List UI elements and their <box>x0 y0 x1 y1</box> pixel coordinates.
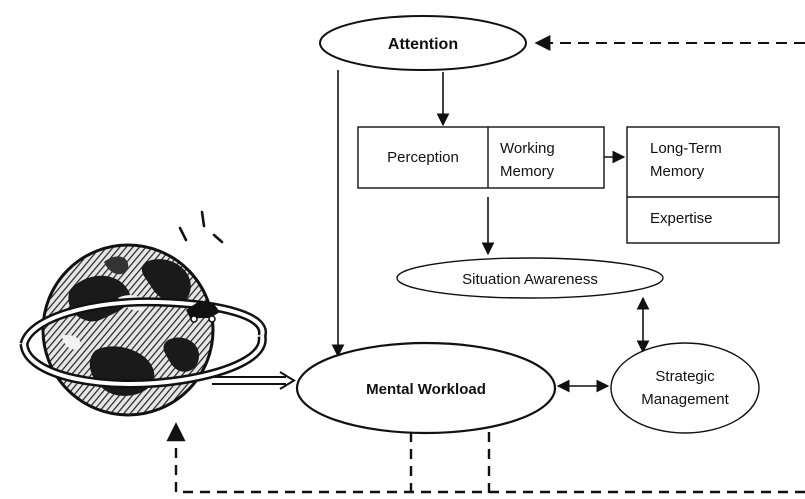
attention-label: Attention <box>388 36 458 53</box>
arrow-globe-to-mental-workload <box>212 371 296 390</box>
working-memory-label-line2: Memory <box>500 163 555 180</box>
situation-awareness-label: Situation Awareness <box>462 271 598 288</box>
node-attention: Attention <box>319 15 527 71</box>
node-perception-working-memory: Perception Working Memory <box>357 126 605 189</box>
globe-icon <box>19 210 267 417</box>
strategic-management-label-line2: Management <box>641 391 729 408</box>
expertise-label: Expertise <box>650 210 713 227</box>
node-long-term-memory: Long-Term Memory Expertise <box>626 126 780 244</box>
node-mental-workload: Mental Workload <box>295 341 557 435</box>
node-strategic-management: Strategic Management <box>610 342 760 434</box>
long-term-memory-label-line1: Long-Term <box>650 140 722 157</box>
node-situation-awareness: Situation Awareness <box>396 257 664 299</box>
working-memory-label-line1: Working <box>500 140 555 157</box>
perception-label: Perception <box>387 149 459 166</box>
long-term-memory-label-line2: Memory <box>650 163 705 180</box>
strategic-management-label-line1: Strategic <box>655 368 715 385</box>
mental-workload-label: Mental Workload <box>366 381 486 398</box>
